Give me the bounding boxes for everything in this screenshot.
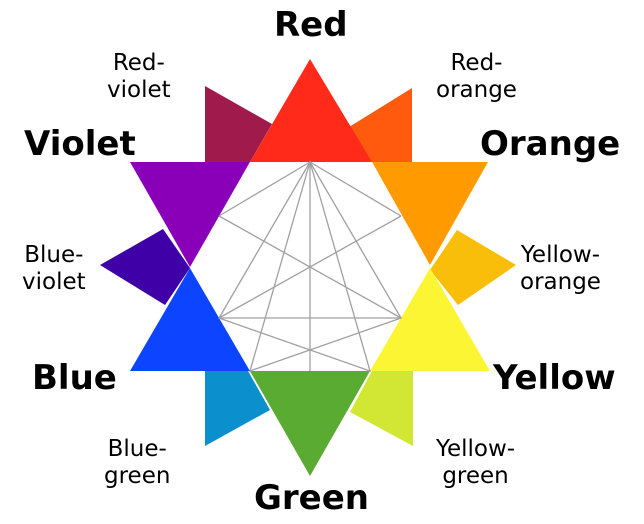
mixing-line [218, 215, 402, 319]
yellow-triangle [370, 268, 490, 371]
red-triangle [250, 59, 372, 162]
label-green: Green [254, 478, 369, 518]
yellow-green-swatch [350, 371, 413, 446]
label-yellow-orange: Yellow- orange [520, 242, 601, 296]
label-blue-violet: Blue- violet [22, 242, 86, 296]
green-triangle [250, 371, 370, 476]
label-violet: Violet [24, 124, 136, 164]
mixing-lines [218, 160, 402, 373]
red-orange-swatch [349, 88, 412, 162]
orange-triangle [372, 162, 488, 265]
label-yellow-green: Yellow- green [436, 436, 516, 490]
red-violet-swatch [205, 86, 272, 162]
label-blue: Blue [32, 358, 117, 398]
yellow-orange-swatch [430, 230, 516, 305]
blue-violet-swatch [100, 229, 190, 305]
label-blue-green: Blue- green [104, 436, 171, 490]
mixing-triangle-secondary [249, 160, 402, 373]
label-red: Red [274, 5, 348, 45]
label-red-orange: Red- orange [436, 50, 517, 104]
label-yellow: Yellow [493, 358, 616, 398]
blue-green-swatch [205, 371, 270, 446]
blue-triangle [130, 268, 250, 371]
mixing-triangle-primary [218, 160, 371, 373]
mixing-line [309, 161, 402, 217]
violet-triangle [130, 162, 250, 267]
label-red-violet: Red- violet [107, 50, 171, 104]
label-orange: Orange [480, 124, 621, 164]
mixing-line [218, 161, 311, 217]
